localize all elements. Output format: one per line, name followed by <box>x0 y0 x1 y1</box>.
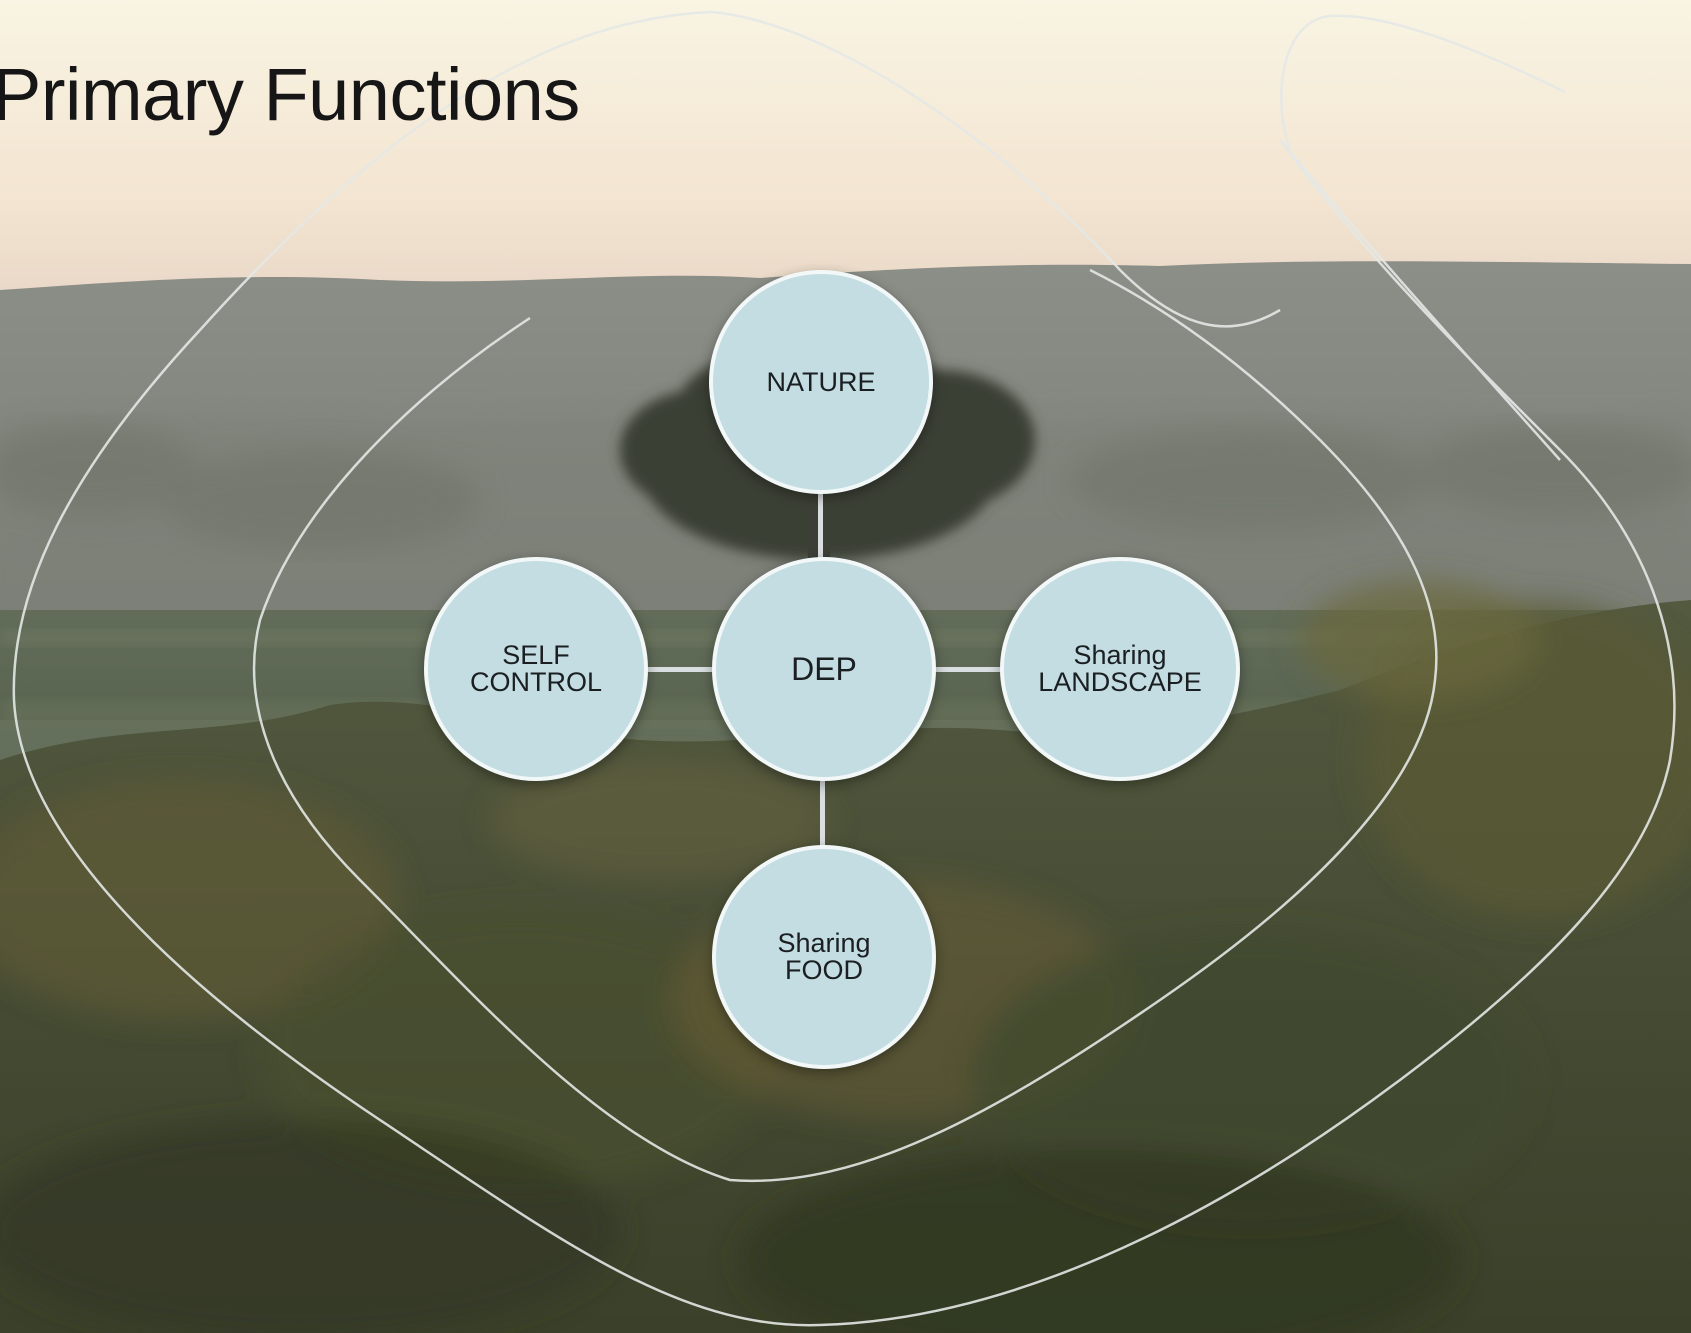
node-sharing-food-label-line-1: Sharing <box>777 928 871 958</box>
node-nature-label: NATURE <box>766 366 876 397</box>
node-self-control-label-line-2: CONTROL <box>469 667 602 697</box>
node-sharing-landscape[interactable]: Sharing LANDSCAPE <box>1000 557 1240 781</box>
node-nature[interactable]: NATURE <box>709 270 933 494</box>
connector-top <box>818 488 823 558</box>
connector-bottom <box>820 780 825 850</box>
node-dep[interactable]: DEP <box>712 557 936 781</box>
node-sharing-landscape-label-line-1: Sharing <box>1073 640 1167 670</box>
connector-left <box>646 667 716 672</box>
connector-right <box>932 667 1002 672</box>
node-sharing-landscape-label-line-2: LANDSCAPE <box>1038 667 1202 697</box>
node-sharing-food-label-line-2: FOOD <box>785 955 863 985</box>
slide-title: Primary Functions <box>0 53 580 136</box>
node-self-control-label-line-1: SELF <box>502 640 570 670</box>
node-self-control[interactable]: SELF CONTROL <box>424 557 648 781</box>
node-dep-label: DEP <box>791 650 857 687</box>
outline-curves <box>12 10 1676 1327</box>
node-sharing-food[interactable]: Sharing FOOD <box>712 845 936 1069</box>
